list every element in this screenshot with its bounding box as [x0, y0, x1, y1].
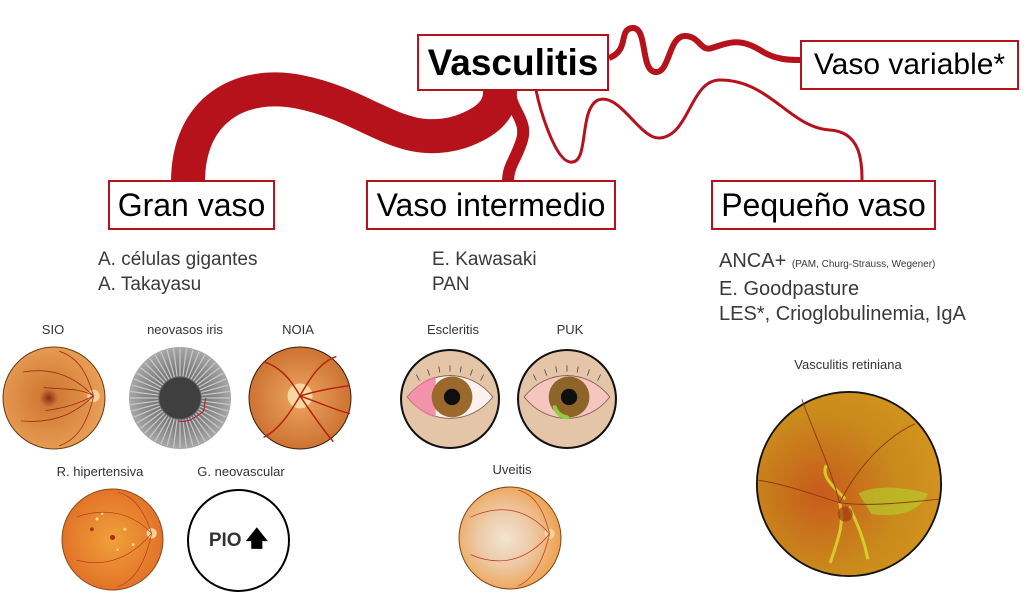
iris-ray	[190, 416, 206, 442]
iris-ray	[200, 403, 229, 412]
finding-label-neovasos-iris: neovasos iris	[147, 322, 223, 337]
medium-vessel-connector	[502, 89, 530, 183]
fundus-hypertensive-image	[61, 488, 164, 591]
iris-ray	[154, 416, 170, 442]
iris-ray	[187, 351, 200, 379]
iris-ray	[166, 349, 175, 378]
variable-label: Vaso variable*	[813, 48, 1006, 81]
iris-ray	[182, 348, 188, 377]
root-node-vasculitis: Vasculitis	[417, 34, 609, 91]
red-eye-scleritis-image	[400, 349, 500, 449]
finding-label-uveitis: Uveitis	[492, 462, 532, 477]
fundus-retinal-vasculitis-image	[755, 390, 943, 578]
red-eye-puk-image	[517, 349, 617, 449]
category-label: Vaso intermedio	[376, 186, 606, 223]
iris-ray	[198, 372, 224, 388]
iris-ray	[192, 414, 211, 438]
root-label: Vasculitis	[427, 41, 599, 83]
iris-ray	[182, 419, 188, 448]
node-gran-vaso: Gran vaso	[108, 180, 275, 230]
disease-list-gran-vaso: A. células gigantes A. Takayasu	[98, 247, 258, 297]
disease-item: PAN	[432, 274, 470, 295]
disease-list-pequeno-vaso: ANCA+ (PAM, Churg-Strauss, Wegener) E. G…	[719, 249, 966, 327]
small-vessel-connector	[534, 78, 864, 181]
iris-ray	[160, 351, 173, 379]
node-pequeno-vaso: Pequeño vaso	[711, 180, 936, 230]
disease-list-vaso-intermedio: E. Kawasaki PAN	[432, 247, 537, 297]
iris-ray	[130, 390, 159, 396]
finding-label-g-neovascular: G. neovascular	[197, 464, 285, 479]
category-label: Pequeño vaso	[721, 186, 926, 223]
iris-ray	[185, 418, 194, 447]
disease-item: LES*, Crioglobulinemia, IgA	[719, 303, 966, 325]
arrow-up-icon: 🡅	[245, 525, 269, 551]
disease-item: ANCA+ (PAM, Churg-Strauss, Wegener)	[719, 249, 966, 277]
iris-ray	[190, 354, 206, 380]
iris-ray	[172, 419, 178, 448]
iris-ray	[192, 358, 211, 382]
iris-ray	[131, 384, 160, 393]
iris-ray	[144, 362, 165, 383]
disease-item: A. Takayasu	[98, 274, 202, 295]
iris-ray	[136, 372, 162, 388]
disease-item: E. Goodpasture	[719, 278, 860, 300]
iris-ray	[196, 367, 220, 386]
iris-ray	[187, 417, 200, 445]
category-label: Gran vaso	[117, 186, 266, 223]
iris-ray	[196, 410, 220, 429]
iris-ray	[149, 414, 168, 438]
disease-note: (PAM, Churg-Strauss, Wegener)	[791, 259, 936, 270]
iop-circle: PIO 🡅	[187, 489, 290, 592]
finding-label-vasculitis-retiniana: Vasculitis retiniana	[794, 357, 902, 372]
iris-ray	[201, 390, 230, 396]
fundus-uveitis-image	[458, 486, 562, 590]
finding-label-escleritis: Escleritis	[426, 322, 479, 337]
iris-ray	[133, 378, 161, 391]
iris-ray	[144, 413, 165, 434]
iris-ray	[195, 362, 216, 383]
iris-ray	[133, 405, 161, 418]
iris-ray	[140, 367, 164, 386]
iris-ray	[172, 348, 178, 377]
finding-label-r-hipertensiva: R. hipertensiva	[56, 464, 144, 479]
iris-ray	[160, 417, 173, 445]
iop-label: PIO	[208, 529, 242, 551]
iris-neovessels-image	[129, 347, 231, 449]
iris-ray	[140, 410, 164, 429]
variable-vessel-connector	[607, 25, 801, 75]
iris-ray	[199, 378, 227, 391]
fundus-ischemic-image	[2, 346, 106, 450]
disease-main: ANCA+	[719, 250, 787, 272]
iris-ray	[200, 384, 229, 393]
finding-label-noia: NOIA	[282, 322, 314, 337]
iris-ray	[195, 413, 216, 434]
iris-ray	[130, 400, 159, 406]
large-vessel-connector	[171, 72, 517, 183]
disease-item: A. células gigantes	[98, 249, 258, 270]
disease-item: E. Kawasaki	[432, 249, 537, 270]
node-vaso-intermedio: Vaso intermedio	[366, 180, 616, 230]
finding-label-sio: SIO	[41, 322, 65, 337]
node-vaso-variable: Vaso variable*	[800, 40, 1019, 90]
iris-ray	[131, 403, 160, 412]
iris-ray	[136, 408, 162, 424]
iris-ray	[166, 418, 175, 447]
iris-ray	[201, 400, 230, 406]
iris-ray	[185, 349, 194, 378]
finding-label-puk: PUK	[556, 322, 584, 337]
optic-disc-fundus-image	[248, 346, 352, 450]
iris-ray	[154, 354, 170, 380]
iris-ray	[149, 358, 168, 382]
